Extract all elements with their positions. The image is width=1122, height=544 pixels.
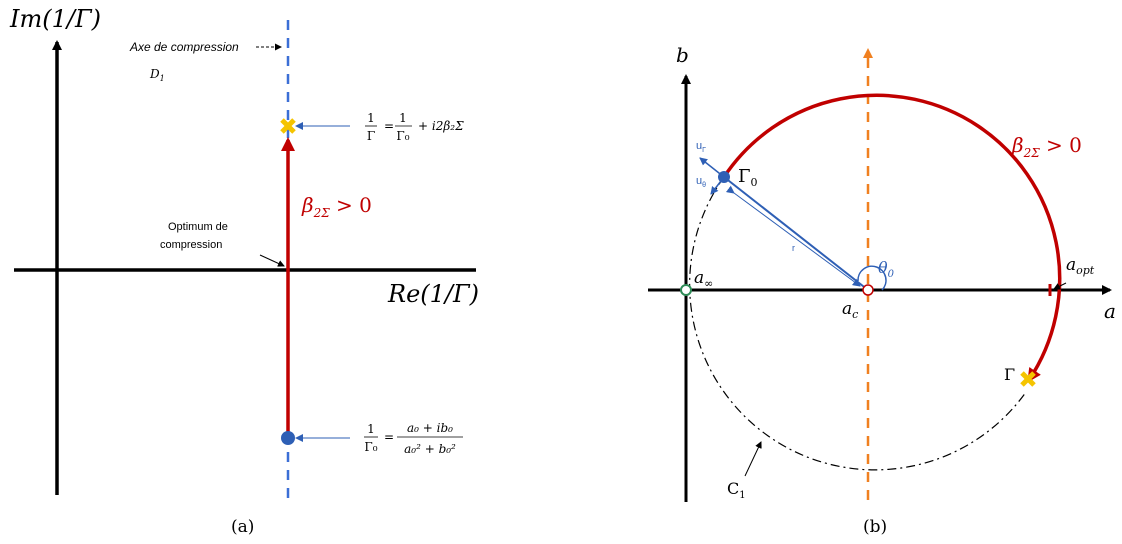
svg-text:1: 1 — [399, 111, 407, 125]
u-gamma-label: uΓ — [696, 140, 706, 154]
panel-a-x-label: Re(1/Γ) — [387, 280, 479, 308]
svg-text:1: 1 — [367, 422, 375, 436]
panel-b-y-label: b — [676, 43, 689, 67]
gamma-formula: 1 Γ = 1 Γ₀ + i2β₂Σ — [365, 111, 464, 143]
a-inf-label: a∞ — [694, 268, 713, 290]
panel-b-caption: (b) — [863, 517, 887, 537]
panel-b-beta-arc — [722, 93, 1062, 383]
c1-arrow — [744, 441, 762, 477]
panel-b-beta-label: β2Σ > 0 — [1011, 133, 1082, 160]
a-c-point — [862, 284, 874, 296]
svg-text:Γ: Γ — [367, 129, 375, 143]
a-c-label: ac — [842, 299, 858, 321]
panel-a-y-label: Im(1/Γ) — [9, 5, 101, 33]
r-label: r — [792, 243, 795, 253]
optimum-label-line1: Optimum de — [168, 221, 228, 233]
panel-b: b a Γ0 Γ uΓ uθ r θ0 a∞ ac aopt C1 β2Σ > … — [648, 43, 1116, 537]
panel-a: Im(1/Γ) Re(1/Γ) Axe de compression D1 Op… — [9, 5, 479, 537]
svg-text:=: = — [384, 430, 394, 444]
gamma-label: Γ — [1004, 365, 1015, 384]
svg-text:Γ₀: Γ₀ — [396, 129, 409, 143]
svg-text:a₀ + ib₀: a₀ + ib₀ — [407, 421, 453, 435]
radius-measure — [725, 185, 861, 287]
svg-text:=: = — [384, 119, 394, 133]
panel-b-x-label: a — [1104, 299, 1116, 323]
gamma0-point-a — [281, 431, 295, 445]
c1-label: C1 — [727, 479, 746, 501]
optimum-label-arrow — [259, 254, 285, 267]
gamma0-formula: 1 Γ₀ = a₀ + ib₀ a₀² + b₀² — [364, 421, 463, 456]
gamma-point-b — [1020, 371, 1036, 387]
gamma-point-a — [280, 118, 296, 134]
a-inf-point — [680, 284, 692, 296]
a-opt-label: aopt — [1066, 255, 1095, 277]
radius-line — [723, 176, 869, 291]
compression-axis-label: Axe de compression — [129, 40, 239, 54]
svg-text:1: 1 — [367, 111, 375, 125]
svg-text:Γ₀: Γ₀ — [364, 440, 377, 454]
a-opt-arrow — [1053, 282, 1067, 290]
gamma0-point-b — [718, 171, 730, 183]
svg-text:+ i2β₂Σ: + i2β₂Σ — [418, 119, 464, 133]
theta0-label: θ0 — [878, 258, 895, 280]
gamma0-label: Γ0 — [738, 166, 758, 189]
compression-axis-d1: D1 — [149, 67, 165, 83]
optimum-label-line2: compression — [160, 239, 222, 251]
u-theta-label: uθ — [696, 175, 706, 189]
svg-text:a₀² + b₀²: a₀² + b₀² — [404, 442, 456, 456]
panel-a-caption: (a) — [231, 517, 254, 537]
circle-c1 — [689, 176, 1027, 471]
panel-a-beta-label: β2Σ > 0 — [301, 193, 372, 220]
theta-arc — [857, 265, 887, 291]
